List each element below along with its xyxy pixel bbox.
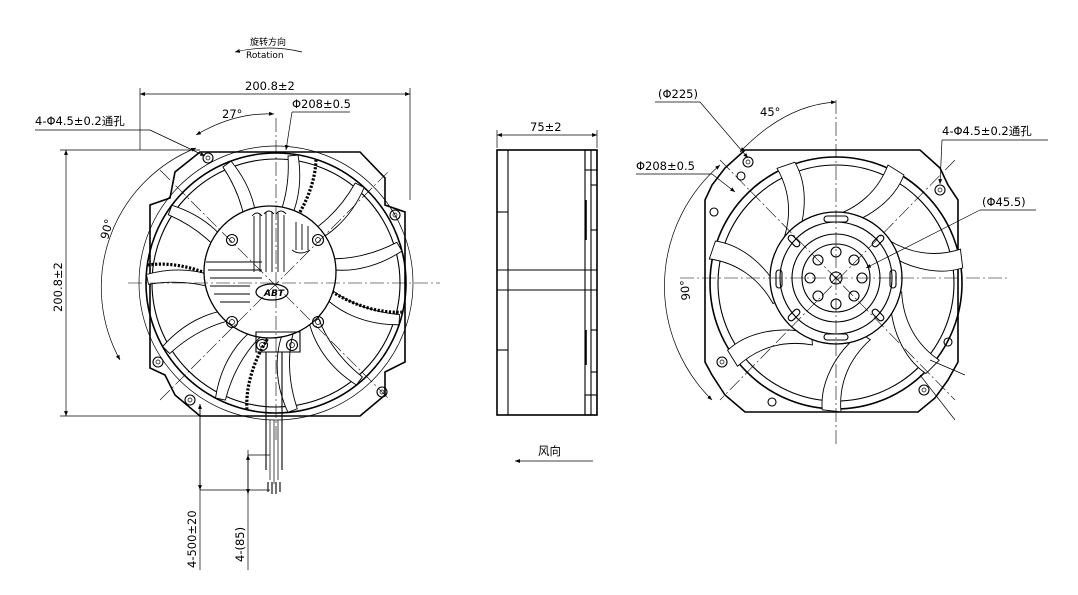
angle-27: 27° (222, 107, 242, 121)
depth-dimension: 75±2 (530, 120, 562, 134)
width-dimension-left: 200.8±2 (245, 79, 295, 93)
side-view: 75±2 风向 (496, 120, 598, 463)
cable-length: 4-500±20 (185, 510, 199, 568)
front-cable (265, 352, 283, 494)
rotation-label-cn: 旋转方向 (250, 36, 286, 48)
diameter-208-left: Φ208±0.5 (292, 97, 351, 111)
front-view: ABT 200.8±2 200.8±2 旋转方向 Rotation 4-Φ4.5… (35, 36, 440, 570)
front-hub-screws (225, 233, 325, 352)
diameter-45-5: (Φ45.5) (982, 195, 1026, 209)
hole-callout-right: 4-Φ4.5±0.2通孔 (942, 124, 1032, 138)
rear-view: 45° (Φ225) Φ208±0.5 4-Φ4.5±0.2通孔 (Φ45.5)… (636, 87, 1048, 445)
height-dimension-left: 200.8±2 (51, 262, 65, 312)
front-logo: ABT (255, 283, 289, 301)
svg-text:ABT: ABT (263, 289, 285, 299)
diameter-225: (Φ225) (658, 87, 698, 101)
angle-90-left: 90° (97, 217, 116, 240)
angle-90-right: 90° (677, 279, 693, 301)
hole-callout-left: 4-Φ4.5±0.2通孔 (35, 114, 125, 128)
front-motor-hub (203, 205, 337, 339)
side-body (496, 149, 598, 416)
rear-mounting-holes (709, 156, 953, 407)
angle-45: 45° (760, 105, 780, 119)
front-hub-fins (206, 210, 311, 303)
diameter-208-right: Φ208±0.5 (636, 159, 695, 173)
airflow-label: 风向 (538, 444, 561, 458)
strip-length: 4-(85) (233, 527, 247, 562)
rotation-label-en: Rotation (246, 51, 284, 61)
front-cable-box (255, 331, 301, 353)
